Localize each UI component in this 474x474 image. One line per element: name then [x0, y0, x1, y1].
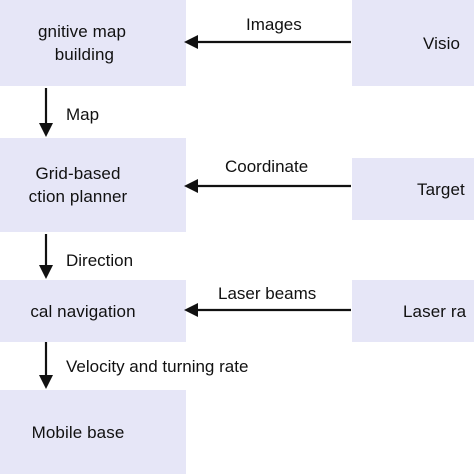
laser-beams-edge-label: Laser beams: [218, 284, 317, 303]
laser-rangefinder-box: Laser ra: [352, 280, 474, 342]
images-arrow: [184, 35, 351, 49]
vision-box: Visio: [352, 0, 474, 86]
grid-based-direction-planner-box: Grid-based ction planner: [0, 138, 186, 232]
map-arrow: [39, 88, 53, 137]
mobile-base-box: Mobile base: [0, 390, 186, 474]
laser-beams-arrow: [184, 303, 351, 317]
direction-arrow: [39, 234, 53, 279]
map-edge-label: Map: [66, 105, 100, 124]
velocity-edge-label: Velocity and turning rate: [66, 357, 249, 376]
velocity-arrow: [39, 342, 53, 389]
cognitive-map-building-label: gnitive map building: [37, 22, 127, 64]
mobile-base-label: Mobile base: [31, 422, 125, 442]
coordinate-arrow: [184, 179, 351, 193]
cognitive-map-building-box: gnitive map building: [0, 0, 186, 86]
vision-label: Visio: [423, 33, 461, 53]
target-label: Target: [417, 179, 465, 199]
images-edge-label: Images: [246, 15, 302, 34]
local-navigation-label: cal navigation: [30, 301, 136, 321]
target-box: Target: [352, 158, 474, 220]
coordinate-edge-label: Coordinate: [225, 157, 309, 176]
laser-rangefinder-label: Laser ra: [403, 301, 467, 321]
local-navigation-box: cal navigation: [0, 280, 186, 342]
direction-edge-label: Direction: [66, 251, 134, 270]
grid-based-direction-planner-label: Grid-based ction planner: [28, 164, 128, 206]
